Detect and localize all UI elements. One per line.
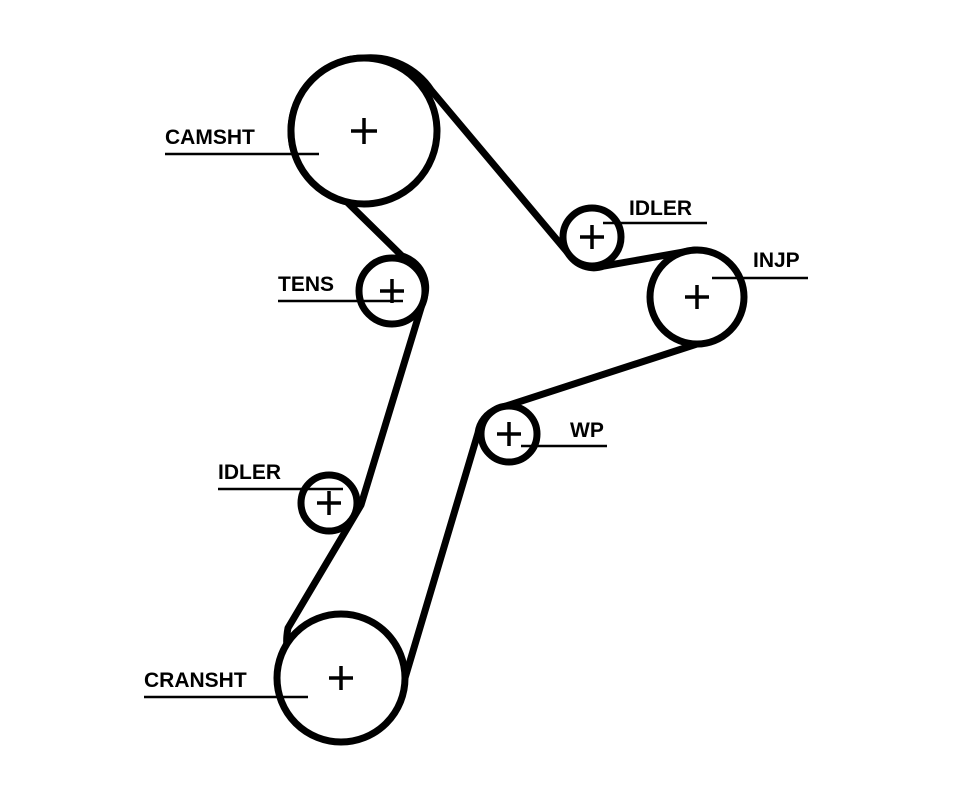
tensioner-label: TENS [278, 273, 334, 296]
camshaft-label: CAMSHT [165, 126, 255, 149]
idler-upper-label: IDLER [629, 197, 692, 220]
injection-pump-pulley [646, 246, 748, 348]
crankshaft-label: CRANSHT [144, 669, 247, 692]
idler-pulley-upper [559, 204, 625, 270]
tensioner-pulley [355, 254, 429, 328]
idler-lower-label: IDLER [218, 461, 281, 484]
water-pump-pulley [477, 402, 541, 466]
water-pump-label: WP [570, 419, 604, 442]
injection-pump-label: INJP [753, 249, 800, 272]
idler-pulley-lower [297, 471, 361, 535]
camshaft-pulley [287, 54, 441, 208]
crankshaft-pulley [273, 610, 409, 746]
